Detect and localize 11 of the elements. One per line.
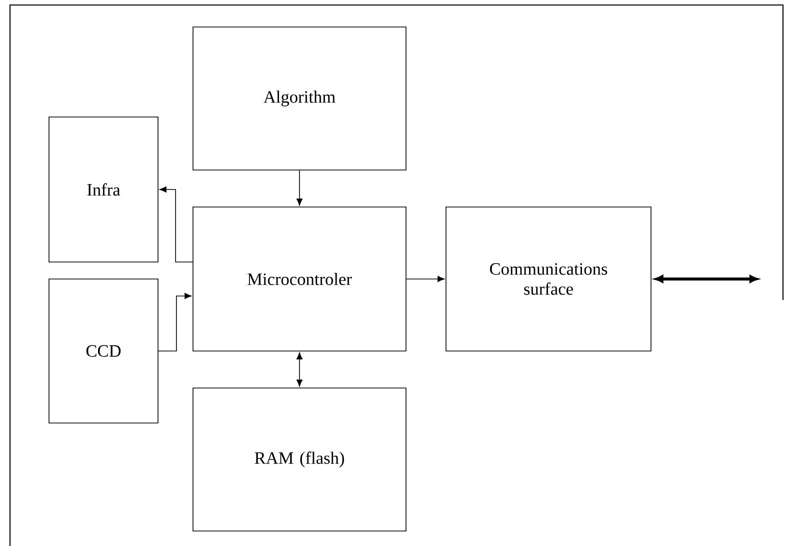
block-box: Communications surface <box>446 206 652 352</box>
block-box: CCD <box>48 278 158 424</box>
arrow <box>160 186 194 262</box>
arrow <box>296 352 302 386</box>
arrow <box>158 293 192 352</box>
block-box: Microcontroler <box>192 206 406 352</box>
arrow <box>406 276 444 282</box>
arrow <box>296 170 302 206</box>
block-box: Algorithm <box>192 26 406 170</box>
block-box: RAM (flash) <box>192 388 406 532</box>
block-box: Infra <box>48 116 158 262</box>
